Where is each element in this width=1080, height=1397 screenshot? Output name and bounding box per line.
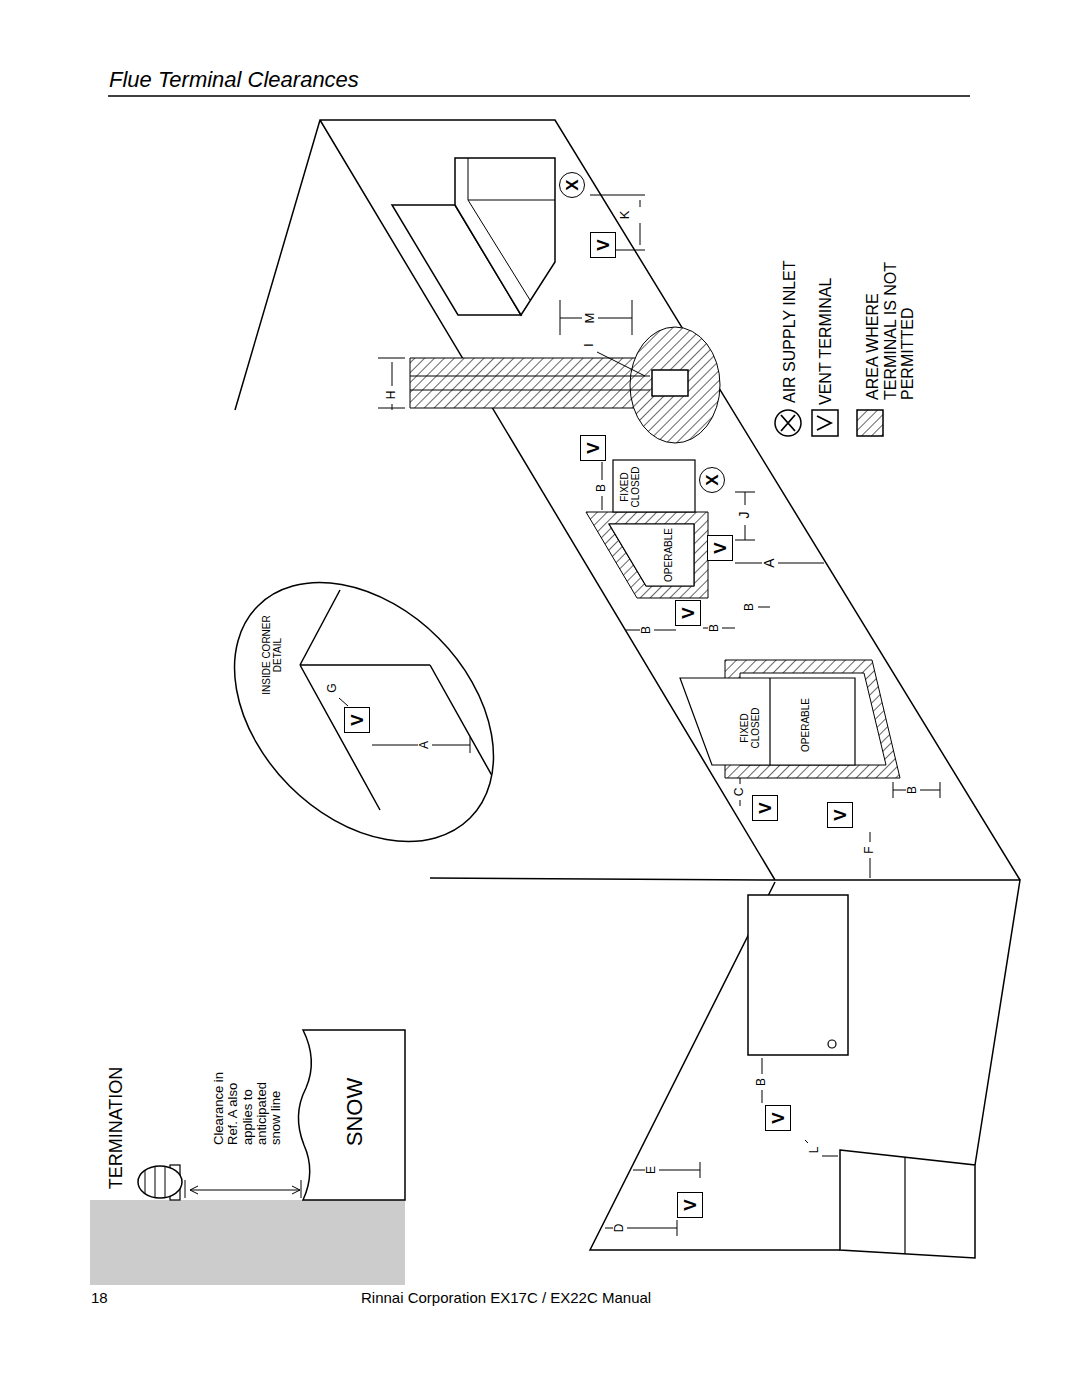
vent-terminal-marker: V: [765, 1105, 791, 1131]
vent-terminal-marker: V: [752, 795, 778, 821]
vent-terminal-marker: V: [707, 535, 733, 561]
marker-letter: X: [564, 179, 581, 190]
marker-letter: V: [832, 809, 849, 820]
dimension-letter: J: [737, 511, 752, 520]
dimension-letter: A: [418, 740, 431, 750]
dimension-letter: A: [762, 557, 777, 568]
marker-letter: V: [757, 802, 774, 813]
terminal-cap: [138, 1166, 182, 1198]
dimension-letter: I: [583, 342, 596, 347]
hatch-symbol: [857, 410, 883, 436]
air-inlet-marker: X: [699, 467, 725, 493]
dimension-letter: L: [808, 1146, 821, 1155]
dimension-letter: B: [755, 1077, 768, 1087]
door-handle: [828, 1040, 836, 1048]
vent-terminal-marker: V: [677, 1192, 703, 1218]
dimension-letter: M: [583, 312, 597, 325]
marker-letter: V: [682, 1199, 699, 1210]
vent-terminal-marker: V: [580, 435, 606, 461]
corner-walls: [300, 590, 500, 810]
marker-letter: V: [349, 714, 366, 725]
legend-text: VENT TERMINAL: [817, 254, 835, 406]
vent-terminal-symbol: [812, 410, 838, 436]
ground: [90, 1200, 405, 1285]
marker-letter: V: [770, 1112, 787, 1123]
window-note: FIXED CLOSED: [739, 706, 761, 750]
dimension-letter: E: [645, 1165, 658, 1175]
no-terminal-zone: [630, 327, 720, 443]
dimension-letter: B: [906, 785, 919, 795]
window-note: INSIDE CORNER DETAIL: [261, 614, 283, 696]
vent-terminal-marker: V: [590, 232, 616, 258]
window-note: OPERABLE: [663, 527, 674, 583]
legend-text: AREA WHERE TERMINAL IS NOT PERMITTED: [864, 239, 917, 401]
detail-callout: [184, 532, 545, 893]
air-inlet-symbol: [775, 410, 801, 436]
dimension-letter: K: [618, 210, 632, 221]
terminal-grille: [145, 1167, 165, 1197]
air-inlet-marker: X: [559, 172, 585, 198]
vent-cap: [652, 370, 688, 396]
dimension-letter: B: [708, 623, 721, 633]
dimension-letter: C: [733, 787, 746, 798]
operable-window: [609, 524, 694, 586]
page-footer: 18: [90, 1290, 109, 1307]
fixed-window: [613, 460, 695, 512]
marker-letter: X: [704, 474, 721, 485]
page-title: Flue Terminal Clearances: [108, 68, 360, 92]
vent-pipe: [410, 376, 650, 390]
snow-pile: [298, 1030, 405, 1200]
detail-heading: SNOW: [343, 1077, 367, 1147]
dimension-letter: H: [385, 390, 398, 401]
no-terminal-band: [410, 358, 640, 408]
dimension-letter: D: [613, 1223, 626, 1234]
unit-edges: [468, 158, 555, 300]
dimension-letter: B: [595, 483, 608, 493]
marker-letter: V: [712, 542, 729, 553]
step-edge: [904, 1157, 905, 1254]
window-note: OPERABLE: [800, 697, 811, 753]
window-clearance-zone: [586, 512, 708, 598]
window: [680, 678, 855, 765]
window-divider: [769, 678, 770, 765]
vent-terminal-marker: V: [827, 802, 853, 828]
page-footer: Rinnai Corporation EX17C / EX22C Manual: [360, 1290, 652, 1307]
dimension-letter: F: [863, 845, 876, 854]
window-note: FIXED CLOSED: [619, 465, 641, 509]
marker-letter: V: [680, 607, 697, 618]
vent-terminal-marker: V: [675, 600, 701, 626]
dimension-letter: G: [326, 682, 339, 693]
vent-terminal-marker: V: [344, 707, 370, 733]
marker-letter: V: [585, 442, 602, 453]
clearance-note: Clearance in Ref. A also applies to anti…: [212, 1064, 283, 1146]
dimension-lines: [339, 195, 940, 1236]
dimension-letter: B: [743, 602, 756, 612]
legend-text: AIR SUPPLY INLET: [781, 232, 799, 404]
door: [748, 895, 848, 1055]
marker-letter: V: [595, 239, 612, 250]
detail-heading: TERMINATION: [107, 1066, 127, 1191]
clearance-arrow: [185, 1180, 301, 1198]
steps: [840, 1150, 975, 1258]
title-rule: [108, 95, 970, 97]
dimension-letter: B: [640, 625, 653, 635]
unit-box: [455, 158, 555, 315]
